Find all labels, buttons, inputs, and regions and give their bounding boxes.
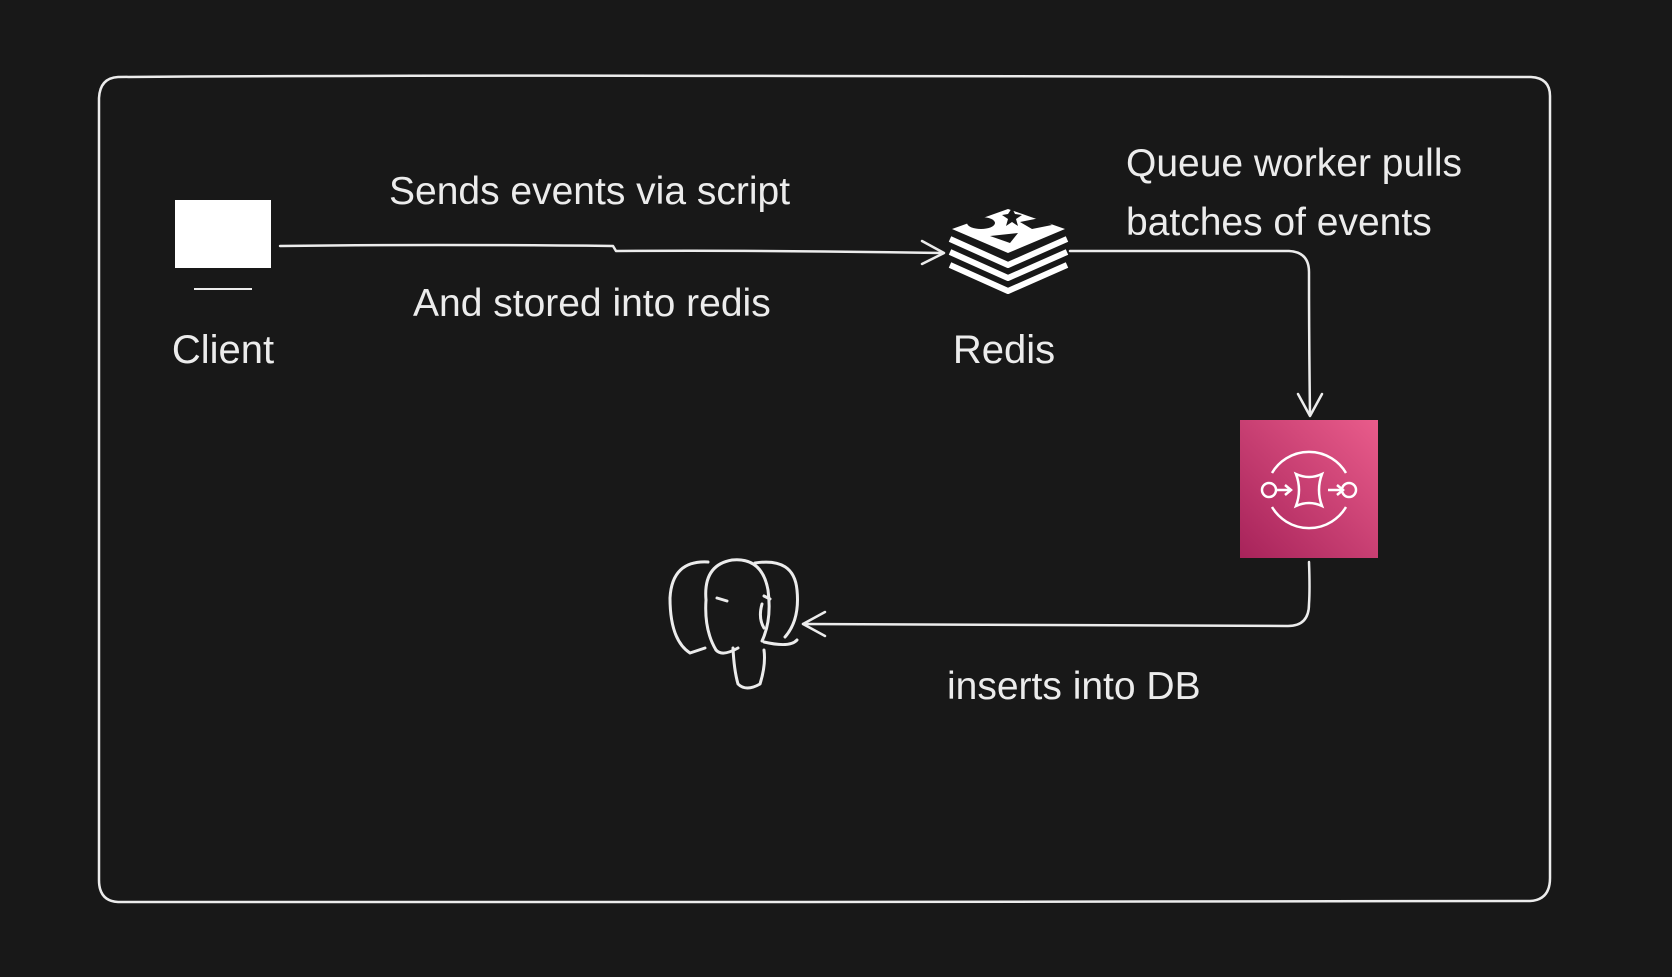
client-label: Client bbox=[172, 328, 274, 372]
redis-icon[interactable] bbox=[948, 208, 1069, 294]
monitor-icon[interactable] bbox=[175, 200, 271, 290]
edge-label-queue-worker-line1: Queue worker pulls bbox=[1126, 142, 1462, 185]
edge-label-stored-into-redis: And stored into redis bbox=[413, 282, 771, 325]
edge-client-to-redis bbox=[278, 243, 944, 255]
edge-label-queue-worker-line2: batches of events bbox=[1126, 201, 1432, 244]
arrowhead-right bbox=[920, 239, 946, 266]
edge-label-inserts-into-db: inserts into DB bbox=[947, 665, 1201, 708]
sqs-queue-icon[interactable] bbox=[1240, 420, 1378, 558]
postgresql-elephant-icon[interactable] bbox=[668, 558, 799, 690]
edge-redis-to-queue bbox=[1068, 249, 1312, 416]
arrowhead-left bbox=[801, 610, 827, 638]
edge-label-sends-events: Sends events via script bbox=[389, 170, 790, 213]
edge-queue-to-database bbox=[801, 560, 1311, 628]
arrowhead-down bbox=[1296, 392, 1324, 418]
outer-frame bbox=[97, 74, 1552, 904]
redis-label: Redis bbox=[953, 328, 1055, 372]
